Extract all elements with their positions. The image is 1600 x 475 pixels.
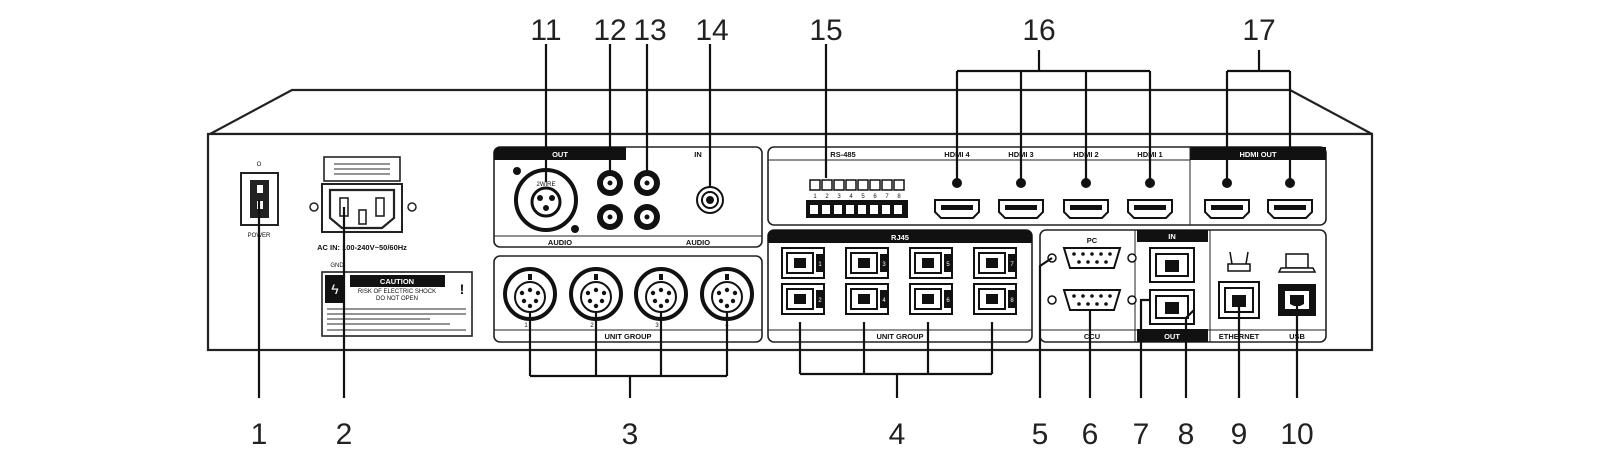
callout-13: 13 [633,14,666,47]
hdmi-out-label: HDMI OUT [1239,150,1276,159]
caution-title: CAUTION [380,277,414,286]
router-icon [1227,251,1251,272]
caution-text-2: DO NOT OPEN [376,296,418,302]
din-unit-group-module: UNIT GROUP 1 2 3 4 [493,255,763,343]
callout-5: 5 [1032,418,1049,451]
svg-text:5: 5 [861,194,865,200]
callout-15: 15 [809,14,842,47]
in-label: IN [1168,232,1176,241]
callout-16: 16 [1022,14,1055,47]
svg-text:4: 4 [849,194,853,200]
callout-14: 14 [695,14,728,47]
leader-lines-top [544,44,1292,187]
ac-inlet: AC IN: 100-240V~50/60Hz GND [309,156,417,269]
hdmi-rs485-module: RS-485 HDMI 4 HDMI 3 HDMI 2 HDMI 1 HDMI … [767,146,1327,226]
rca-output-jacks [597,170,623,230]
hdmi-input-4 [934,178,980,219]
ccu-serial-port [1047,289,1137,311]
rj45-port-number: 7 [1010,262,1014,268]
callout-2: 2 [336,418,353,451]
svg-text:6: 6 [873,194,877,200]
rj45-port-number: 4 [882,298,886,304]
callout-9: 9 [1231,418,1248,451]
caution-text-1: RISK OF ELECTRIC SHOCK [358,289,436,295]
rj45-port: 6 [909,283,953,315]
svg-text:1: 1 [813,194,817,200]
rs485-terminal-block: 1 2 3 4 5 6 7 8 [806,179,908,218]
rj45-port: 7 [973,247,1017,279]
rj45-port-number: 5 [946,262,950,268]
callout-1: 1 [251,418,268,451]
callout-7: 7 [1133,418,1150,451]
callout-3: 3 [622,418,639,451]
leader-lines-bottom [257,200,1299,398]
cascade-in-port [1149,247,1195,283]
hdmi-output-1 [1204,178,1250,219]
xlr-label: 2WIRE [536,182,555,188]
audio-out-label: OUT [552,150,568,159]
rs485-label: RS-485 [830,150,855,159]
rj45-port: 3 [845,247,889,279]
control-module: PC CCU IN OUT [1039,229,1327,343]
callout-6: 6 [1082,418,1099,451]
callouts: 11 12 13 14 15 16 17 1 2 3 4 5 6 7 8 9 1… [251,14,1314,451]
svg-text:2: 2 [825,194,829,200]
rj45-port-number: 1 [818,262,822,268]
callout-4: 4 [889,418,906,451]
audio-label-right: AUDIO [686,238,710,247]
rj45-port: 2 [781,283,825,315]
callout-8: 8 [1178,418,1195,451]
power-on-symbol: O [257,162,262,168]
callout-11: 11 [530,14,561,47]
rj45-port-grid: 1 2 3 4 5 6 7 8 [781,247,1017,315]
svg-text:2: 2 [590,323,594,329]
svg-text:8: 8 [897,194,901,200]
laptop-icon [1277,253,1317,273]
audio-input-jack [696,186,724,214]
hdmi-output-2 [1267,178,1313,219]
rj45-label: RJ45 [891,233,909,242]
rj45-port-number: 8 [1010,298,1014,304]
svg-text:3: 3 [837,194,841,200]
pc-label: PC [1087,236,1098,245]
hdmi-input-3 [998,178,1044,219]
cascade-out-port [1149,289,1195,325]
rj45-port: 1 [781,247,825,279]
hdmi-input-1 [1127,178,1173,219]
ac-input-label: AC IN: 100-240V~50/60Hz [317,243,407,252]
hdmi-input-2 [1063,178,1109,219]
svg-text:7: 7 [885,194,889,200]
rj45-port-number: 3 [882,262,886,268]
unit-group-label-right: UNIT GROUP [876,332,923,341]
out-label: OUT [1164,332,1180,341]
callout-10: 10 [1280,418,1313,451]
unit-group-label-left: UNIT GROUP [604,332,651,341]
callout-12: 12 [593,14,626,47]
shock-warning-icon: ϟ [331,281,339,297]
gnd-label: GND [330,263,344,269]
rj45-port: 4 [845,283,889,315]
svg-text:1: 1 [524,323,528,329]
rj45-port-number: 6 [946,298,950,304]
caution-label: ϟ CAUTION RISK OF ELECTRIC SHOCK DO NOT … [321,271,473,337]
callout-17: 17 [1242,14,1275,47]
rj45-port: 5 [909,247,953,279]
rca-input-jacks [634,170,660,230]
audio-module: OUT IN AUDIO AUDIO 2WIRE [493,146,763,248]
ccu-label: CCU [1084,332,1100,341]
audio-in-label: IN [694,150,702,159]
exclamation-icon: ! [460,281,465,297]
rj45-port-number: 2 [818,298,822,304]
xlr-output-connector: 2WIRE [513,167,579,233]
rj45-port: 8 [973,283,1017,315]
rj45-unit-group-module: RJ45 UNIT GROUP 1 2 3 4 5 6 7 8 [767,229,1033,343]
svg-text:3: 3 [655,323,659,329]
audio-label-left: AUDIO [548,238,572,247]
